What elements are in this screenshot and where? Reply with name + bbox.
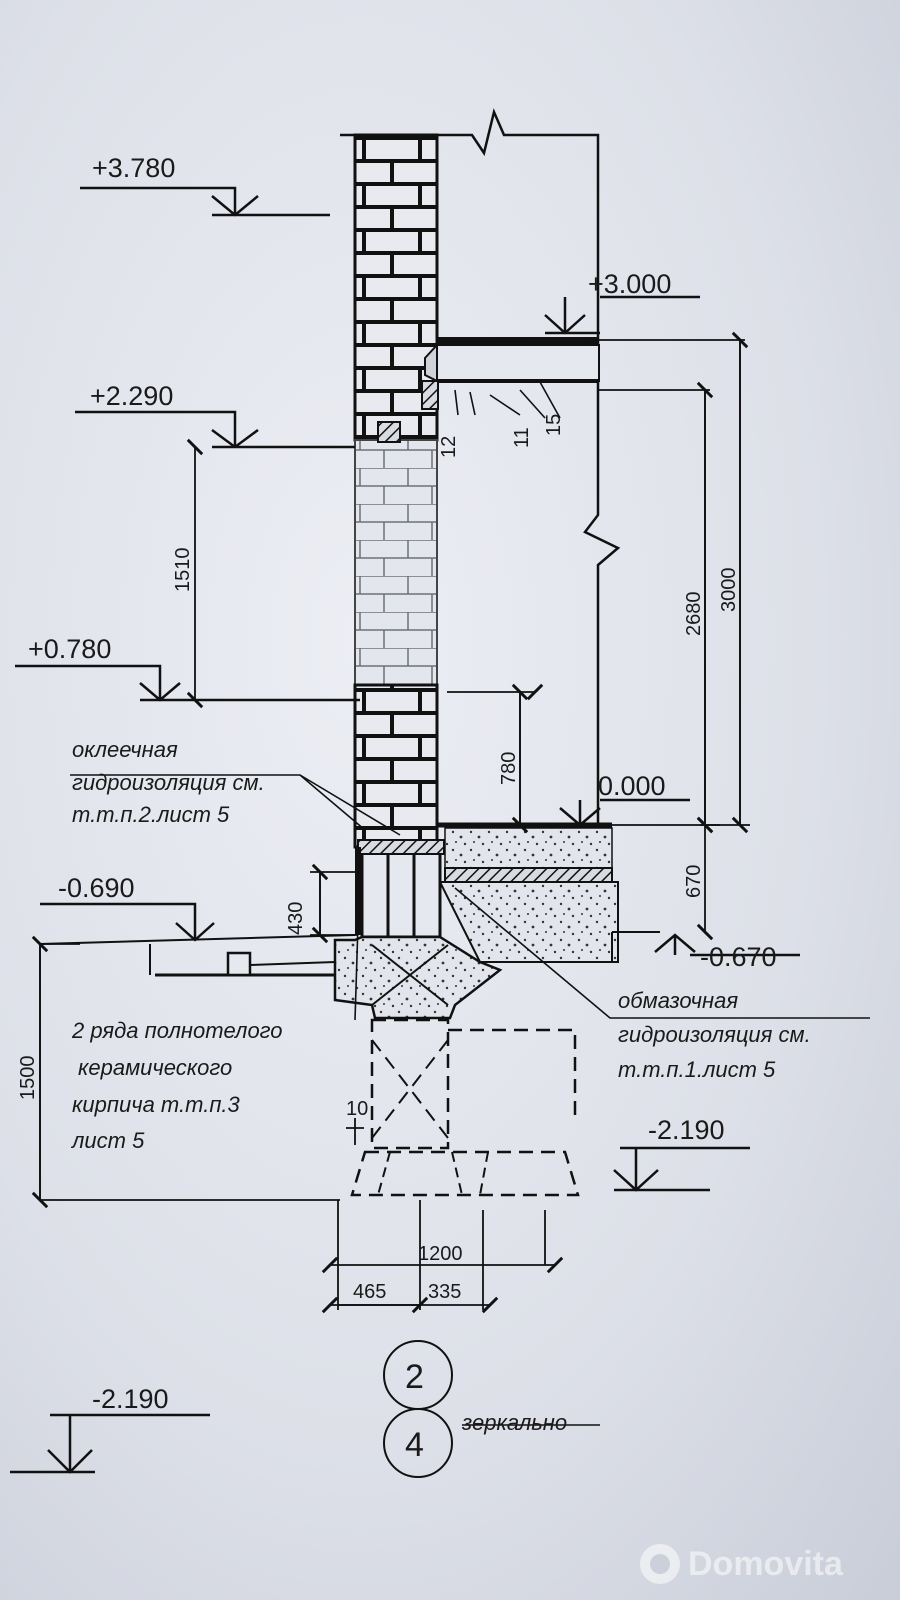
- dimension-label: 465: [353, 1281, 386, 1303]
- note-text: т.т.п.1.лист 5: [618, 1057, 776, 1082]
- note-leaders: [70, 774, 870, 1426]
- level-label: +3.000: [588, 269, 671, 299]
- callout-number: 11: [511, 427, 533, 448]
- note-text: оклеечная: [72, 737, 178, 762]
- domovita-logo-icon: [640, 1544, 680, 1584]
- note-text: 2 ряда полнотелого: [71, 1018, 283, 1043]
- dimension-label: 1510: [172, 548, 194, 593]
- floor-slab: [421, 337, 600, 410]
- note-text: кирпича т.т.п.3: [72, 1092, 241, 1117]
- level-label: -2.190: [92, 1384, 169, 1414]
- level-label: -0.690: [58, 873, 135, 903]
- level-label: -2.190: [648, 1115, 725, 1145]
- note-text: гидроизоляция см.: [72, 770, 265, 795]
- note-text: обмазочная: [618, 988, 738, 1013]
- section-number: 4: [405, 1426, 424, 1464]
- wall: [353, 133, 445, 939]
- level-label: 0.000: [598, 771, 666, 801]
- note-text: т.т.п.2.лист 5: [72, 802, 230, 827]
- watermark-text: Domovita: [688, 1544, 843, 1583]
- section-circle-bottom: [383, 1408, 453, 1478]
- dimension-label: 1200: [418, 1243, 463, 1265]
- dimension-label: 2680: [683, 592, 705, 637]
- break-lines: [340, 108, 621, 835]
- watermark: Domovita: [640, 1542, 843, 1586]
- level-label: +2.290: [90, 381, 173, 411]
- section-number: 2: [405, 1358, 424, 1396]
- ceramic-brick-rows: [360, 845, 442, 939]
- wall-lower-masonry: [353, 683, 439, 849]
- level-label: -0.670: [700, 942, 777, 972]
- note-text: гидроизоляция см.: [618, 1022, 811, 1047]
- dimension-label: 430: [285, 902, 307, 935]
- wall-insert: [377, 421, 401, 443]
- waterproofing-layer: [357, 839, 445, 855]
- level-label: +0.780: [28, 634, 111, 664]
- dimension-label: 335: [428, 1281, 461, 1303]
- dimension-label: 670: [683, 865, 705, 898]
- dimension-label: 780: [498, 752, 520, 785]
- wall-block-masonry: [354, 439, 438, 686]
- dimension-label: 10: [346, 1098, 368, 1120]
- ground-floor: [437, 822, 619, 963]
- callout-leaders: [454, 381, 561, 419]
- dimension-label: 3000: [718, 568, 740, 613]
- level-label: +3.780: [92, 153, 175, 183]
- callout-number: 15: [543, 414, 565, 436]
- ground-surface: [39, 931, 660, 977]
- callout-number: 12: [438, 436, 460, 458]
- foundation: [333, 935, 580, 1197]
- level-marks: [10, 186, 800, 1474]
- dimension-lines: [31, 331, 750, 1314]
- note-text: лист 5: [70, 1128, 145, 1153]
- dimension-label: 1500: [17, 1056, 39, 1101]
- mirror-note: зеркально: [461, 1410, 567, 1435]
- note-text: керамического: [78, 1055, 232, 1080]
